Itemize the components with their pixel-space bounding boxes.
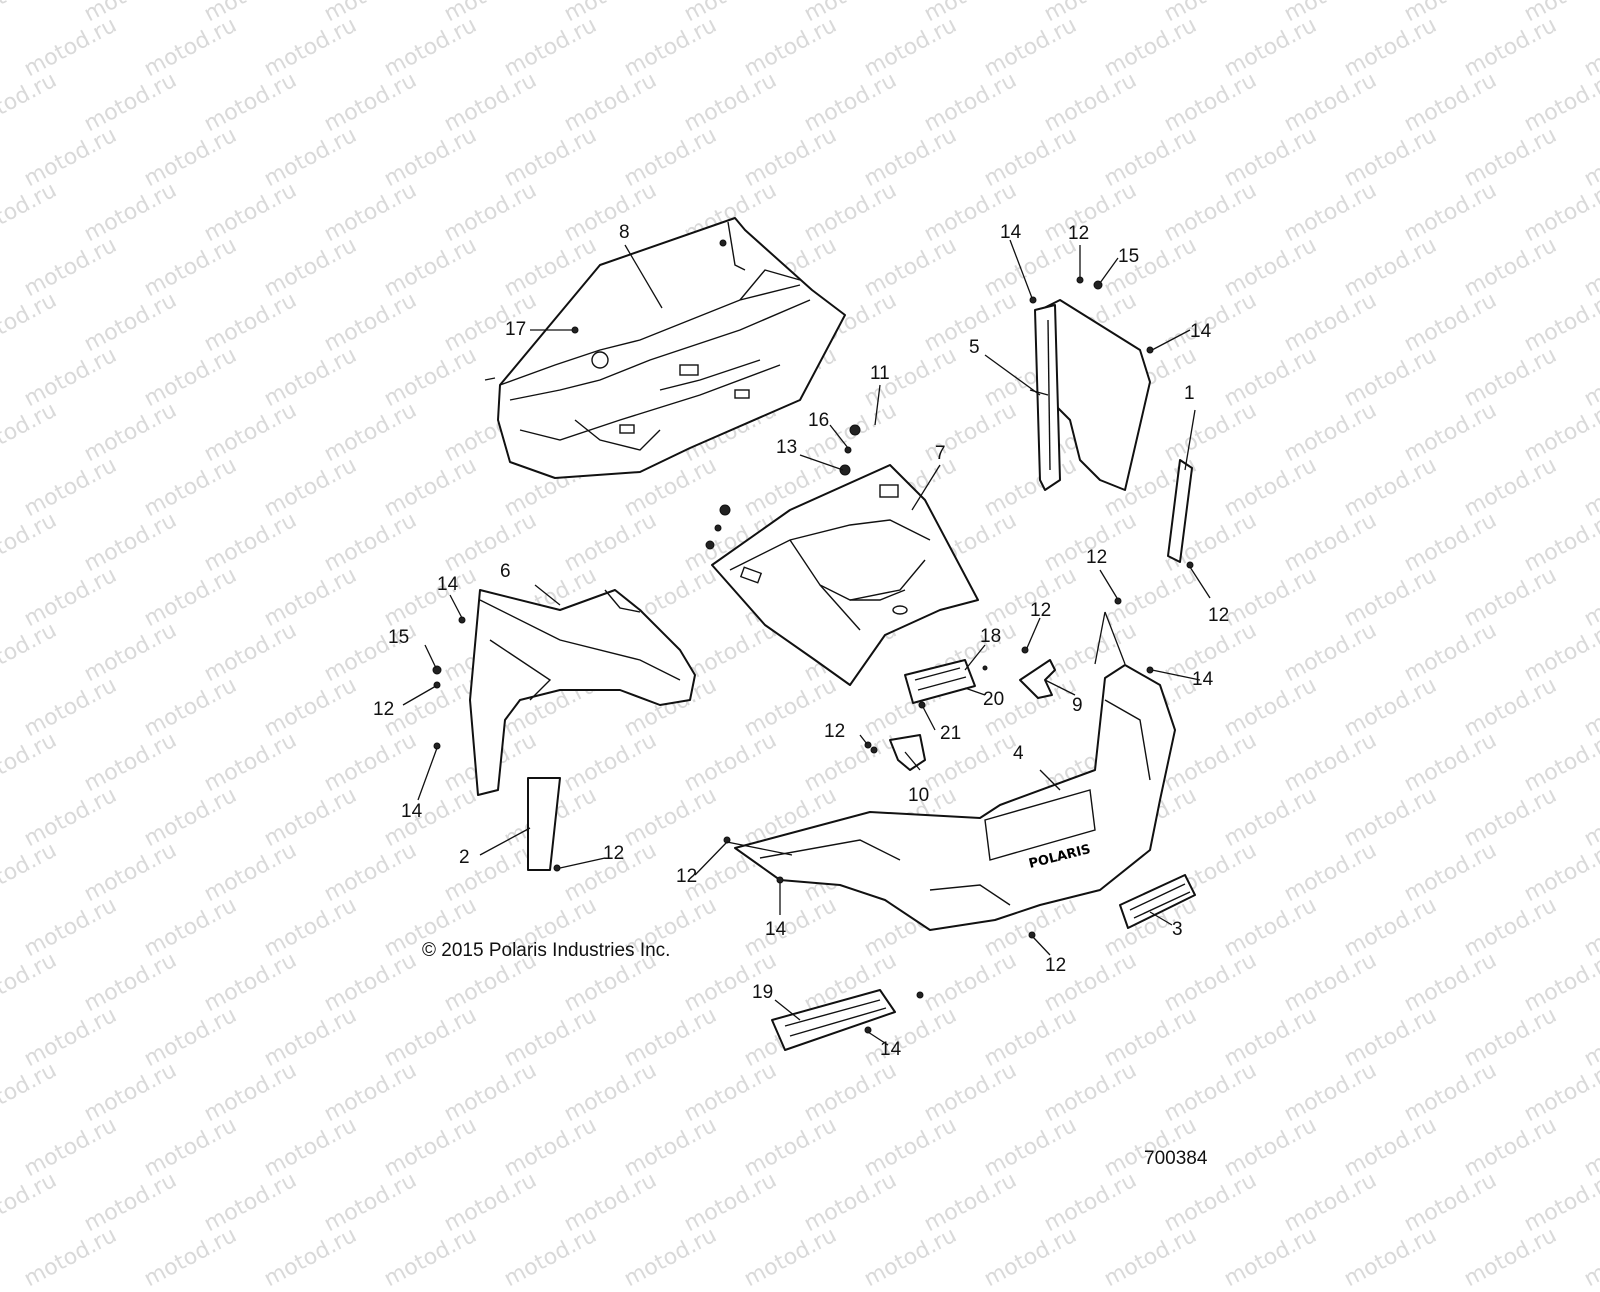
callout-12: 12 xyxy=(1208,605,1230,626)
watermark-text: motod.ru xyxy=(140,1222,241,1292)
part-9-bracket xyxy=(1019,659,1056,699)
watermark-text: motod.ru xyxy=(500,1222,601,1292)
part-8-dash-panel xyxy=(484,217,846,479)
part-5-right-fender xyxy=(1029,299,1151,491)
part-7-hood xyxy=(711,464,979,686)
callout-3: 3 xyxy=(1172,919,1183,940)
callout-14: 14 xyxy=(1190,321,1212,342)
callout-12: 12 xyxy=(603,843,625,864)
leader-lines xyxy=(402,239,1211,1046)
watermark-text: motod.ru xyxy=(860,1222,961,1292)
watermark-text: motod.ru xyxy=(1220,1222,1321,1292)
watermark-text: motod.ru xyxy=(1580,1222,1600,1292)
part-18-grille xyxy=(904,659,976,704)
watermark-text: motod.ru xyxy=(260,1222,361,1292)
callout-14: 14 xyxy=(1000,222,1022,243)
callout-15: 15 xyxy=(1118,246,1140,267)
watermark-text: motod.ru xyxy=(1100,1222,1201,1292)
callout-11: 11 xyxy=(870,363,890,384)
callout-18: 18 xyxy=(980,626,1002,647)
callout-14: 14 xyxy=(1192,669,1214,690)
callout-17: 17 xyxy=(505,319,527,340)
callout-16: 16 xyxy=(808,410,830,431)
callout-14: 14 xyxy=(880,1039,902,1060)
callout-7: 7 xyxy=(935,443,946,464)
document-number: 700384 xyxy=(1144,1148,1208,1169)
callout-19: 19 xyxy=(752,982,774,1003)
callout-4: 4 xyxy=(1013,743,1024,764)
part-2-bracket xyxy=(527,777,561,871)
part-3-grille xyxy=(1119,874,1196,929)
part-4-front-bumper: POLARIS xyxy=(734,664,1176,931)
callout-12: 12 xyxy=(1045,955,1067,976)
callout-12: 12 xyxy=(1030,600,1052,621)
watermark-text: motod.ru xyxy=(1340,1222,1441,1292)
watermark-text: motod.ru xyxy=(980,1222,1081,1292)
callout-20: 20 xyxy=(983,689,1005,710)
callout-15: 15 xyxy=(388,627,410,648)
callout-14: 14 xyxy=(765,919,787,940)
watermark-text: motod.ru xyxy=(20,1222,121,1292)
part-19-lower-grille xyxy=(771,989,896,1051)
callout-2: 2 xyxy=(459,847,470,868)
callout-10: 10 xyxy=(908,785,930,806)
watermark-text: motod.ru xyxy=(1460,1222,1561,1292)
callout-12: 12 xyxy=(824,721,846,742)
callout-5: 5 xyxy=(969,337,980,358)
copyright-notice: © 2015 Polaris Industries Inc. xyxy=(422,940,671,961)
part-1-bracket xyxy=(1167,459,1193,563)
callout-1: 1 xyxy=(1184,383,1195,404)
watermark-text: motod.ru xyxy=(620,1222,721,1292)
callout-8: 8 xyxy=(619,222,630,243)
diagram-drawing: POLARIS xyxy=(402,217,1211,1051)
callout-13: 13 xyxy=(776,437,798,458)
watermark-text: motod.ru xyxy=(740,1222,841,1292)
callout-12: 12 xyxy=(1068,223,1090,244)
callout-9: 9 xyxy=(1072,695,1083,716)
part-6-left-fender xyxy=(469,589,696,796)
callout-12: 12 xyxy=(1086,547,1108,568)
callout-14: 14 xyxy=(401,801,423,822)
part-10-bracket xyxy=(889,734,926,771)
callout-21: 21 xyxy=(940,723,962,744)
callout-12: 12 xyxy=(373,699,395,720)
callout-14: 14 xyxy=(437,574,459,595)
watermark-text: motod.ru xyxy=(380,1222,481,1292)
hardware-fasteners xyxy=(432,239,1194,1034)
callout-12: 12 xyxy=(676,866,698,887)
callout-6: 6 xyxy=(500,561,511,582)
